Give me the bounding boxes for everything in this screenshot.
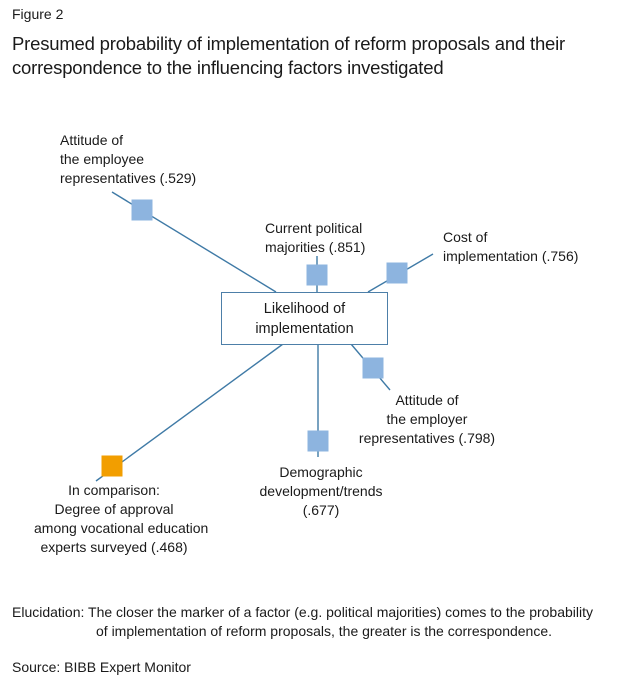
source-note: Source: BIBB Expert Monitor	[12, 659, 191, 675]
label-line: the employer	[386, 411, 468, 427]
label-line: implementation (.756)	[443, 248, 579, 264]
label-line: among vocational education	[34, 520, 209, 536]
label-line: experts surveyed (.468)	[40, 539, 188, 555]
label-line: Cost of	[443, 229, 488, 245]
label-line: Attitude of	[60, 132, 124, 148]
marker-demographic	[307, 430, 329, 452]
factor-label-political: Current political majorities (.851)	[265, 219, 365, 257]
elucidation-text-2: of implementation of reform proposals, t…	[96, 623, 553, 639]
label-line: majorities (.851)	[265, 239, 366, 255]
label-line: (.677)	[302, 502, 340, 518]
center-node-line1: Likelihood of	[263, 300, 346, 317]
factor-label-employer: Attitude of the employer representatives…	[358, 391, 496, 448]
label-line: the employee	[60, 151, 145, 167]
connector-line-comparison	[95, 343, 284, 482]
marker-cost	[386, 262, 408, 284]
marker-employee	[131, 199, 153, 221]
label-line: Current political	[265, 220, 363, 236]
figure-label: Figure 2	[12, 6, 64, 22]
factor-label-demographic: Demographic development/trends (.677)	[258, 463, 384, 520]
factor-label-employee: Attitude of the employee representatives…	[60, 131, 196, 188]
center-node-line2: implementation	[255, 320, 354, 337]
elucidation-note: Elucidation: The closer the marker of a …	[12, 603, 617, 641]
label-line: Degree of approval	[54, 501, 174, 517]
label-line: development/trends	[259, 483, 383, 499]
elucidation-text-1: The closer the marker of a factor (e.g. …	[88, 604, 594, 620]
figure-title: Presumed probability of implementation o…	[12, 33, 565, 78]
label-line: In comparison:	[68, 482, 160, 498]
center-node-likelihood-of-implementation: Likelihood of implementation	[221, 292, 388, 345]
marker-political	[306, 264, 328, 286]
label-line: representatives (.798)	[358, 430, 496, 446]
factor-label-cost: Cost of implementation (.756)	[443, 228, 578, 266]
elucidation-label: Elucidation:	[12, 604, 85, 620]
label-line: Demographic	[279, 464, 363, 480]
marker-comparison	[101, 455, 123, 477]
factor-label-comparison: In comparison: Degree of approval among …	[34, 481, 209, 557]
label-line: representatives (.529)	[60, 170, 197, 186]
label-line: Attitude of	[395, 392, 459, 408]
marker-employer	[362, 357, 384, 379]
